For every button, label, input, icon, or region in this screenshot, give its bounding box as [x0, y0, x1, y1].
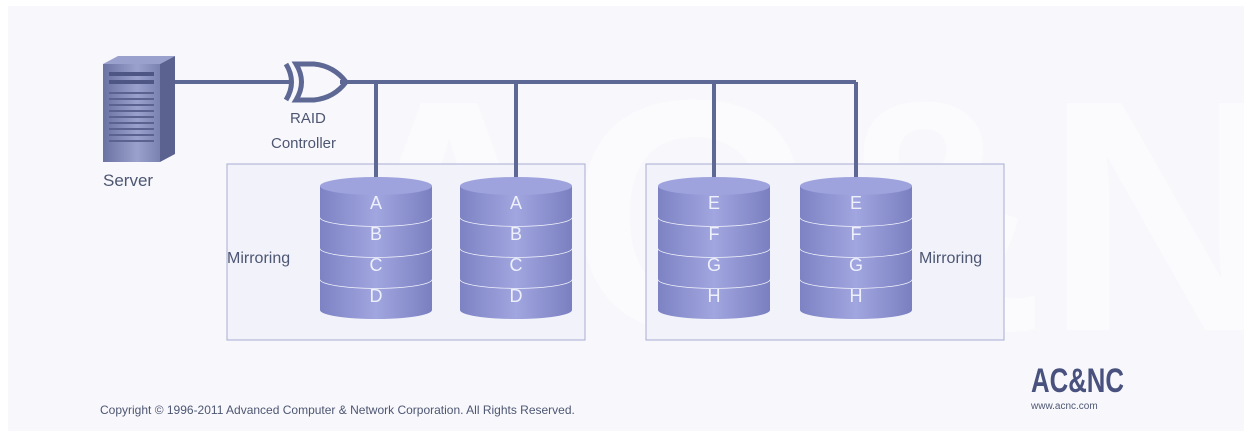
disk-segment	[658, 248, 770, 288]
disk-block-label: A	[510, 193, 522, 213]
disk-block-label: E	[708, 193, 720, 213]
raid-controller-icon	[283, 61, 350, 103]
disk-block-label: F	[709, 224, 720, 244]
server-icon	[103, 56, 175, 162]
disk-segment-top	[658, 177, 770, 195]
disk-segment	[460, 186, 572, 226]
bus-lines	[165, 80, 858, 186]
disk-segment-top	[800, 177, 912, 195]
disk-block-label: F	[851, 224, 862, 244]
controller-label-line2: Controller	[271, 135, 336, 152]
disk-block-label: E	[850, 193, 862, 213]
mirroring-label-2: Mirroring	[919, 250, 982, 267]
disk-segment	[658, 186, 770, 226]
disk-segment	[800, 279, 912, 319]
disk-segment	[320, 248, 432, 288]
disk-segment	[658, 217, 770, 257]
disk-block-label: C	[370, 255, 383, 275]
disk-block-label: D	[510, 286, 523, 306]
logo-url: www.acnc.com	[1030, 401, 1098, 412]
controller-label-line1: RAID	[290, 110, 326, 127]
mirroring-label-1: Mirroring	[227, 250, 290, 267]
disk-block-label: H	[850, 286, 863, 306]
disk-block-label: A	[370, 193, 382, 213]
disk-block-label: H	[708, 286, 721, 306]
logo-text: AC&NC	[1031, 362, 1124, 400]
disk-segment	[320, 217, 432, 257]
background-panel	[8, 6, 1244, 431]
server-label: Server	[103, 171, 153, 190]
disk-block-label: D	[370, 286, 383, 306]
disk-block-label: C	[510, 255, 523, 275]
disk-segment	[320, 279, 432, 319]
disk-segment	[320, 186, 432, 226]
disk-segment-top	[460, 177, 572, 195]
disk-segment	[460, 248, 572, 288]
disk-segment	[460, 217, 572, 257]
disk-block-label: B	[510, 224, 522, 244]
disk-segment	[800, 217, 912, 257]
disk-block-label: B	[370, 224, 382, 244]
acnc-logo: AC&NC www.acnc.com	[1030, 362, 1124, 412]
disk-segment	[800, 248, 912, 288]
disk-segment	[800, 186, 912, 226]
disk-block-label: G	[849, 255, 863, 275]
copyright-text: Copyright © 1996-2011 Advanced Computer …	[100, 403, 575, 417]
disk-segment	[460, 279, 572, 319]
disk-segment	[658, 279, 770, 319]
disk-block-label: G	[707, 255, 721, 275]
disk-segment-top	[320, 177, 432, 195]
